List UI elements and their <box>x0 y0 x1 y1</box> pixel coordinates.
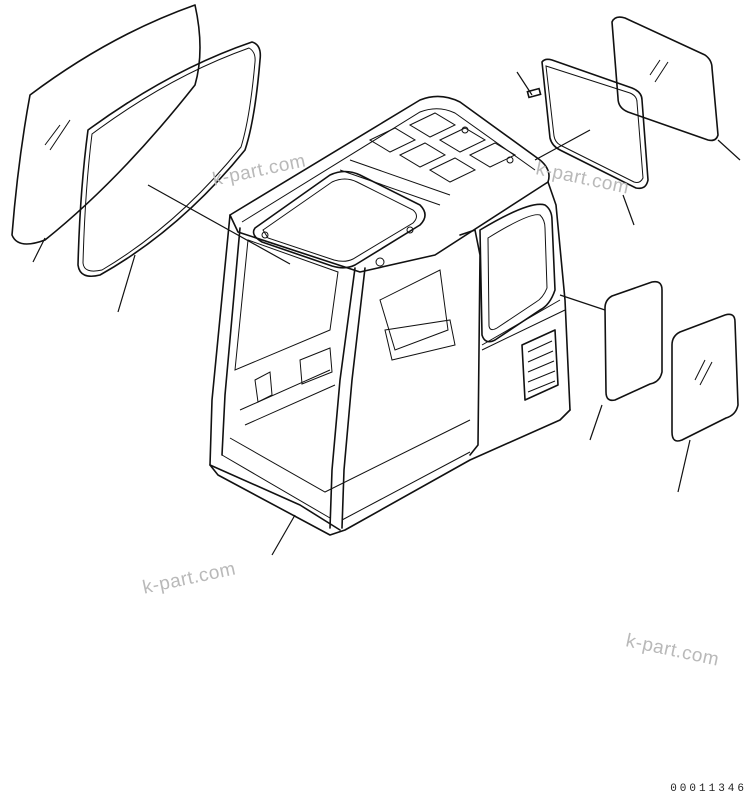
front-glass-with-seal <box>77 41 291 313</box>
drawing-number: 00011346 <box>670 783 747 795</box>
rear-glass-outer-pane <box>611 16 741 161</box>
side-glass-inner-pane <box>559 280 663 441</box>
operator-cab-frame <box>209 95 571 556</box>
rear-glass-with-seal <box>516 58 649 226</box>
side-glass-outer-pane <box>671 313 739 493</box>
front-glass-outer-pane <box>11 4 201 263</box>
